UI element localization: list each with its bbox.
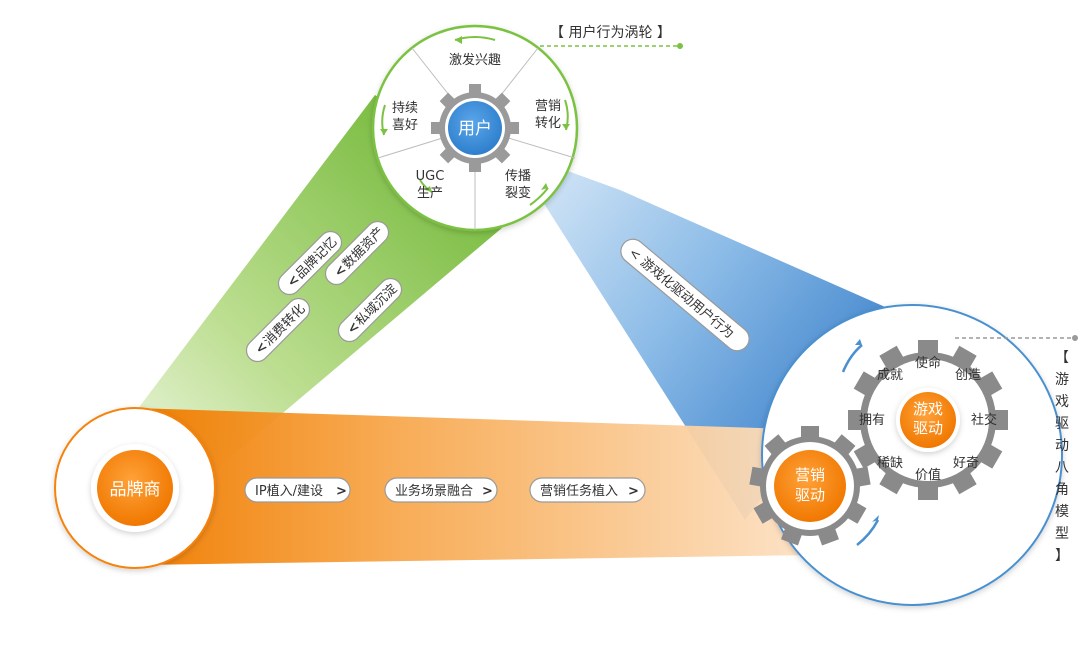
tag-business-scene: 业务场景融合 > (384, 477, 498, 503)
big-gear-line1: 游戏 (913, 400, 943, 418)
user-behavior-wheel: 用户 激发兴趣 营销 转化 传播 裂变 UGC 生产 持续 喜好 (371, 24, 579, 232)
rotate-arrow-icon (856, 519, 880, 546)
big-gear-line2: 驱动 (913, 419, 943, 437)
svg-text:业务场景融合: 业务场景融合 (395, 483, 473, 499)
small-gear-line2: 驱动 (795, 486, 825, 504)
svg-text:【: 【 (1055, 350, 1069, 366)
segment-retain-line1: 持续 (392, 101, 418, 116)
brand-badge (97, 450, 173, 526)
svg-text:八: 八 (1055, 460, 1069, 476)
user-wheel-title: 【 用户行为涡轮 】 (550, 24, 671, 41)
svg-text:>: > (628, 484, 639, 499)
svg-text:营销任务植入: 营销任务植入 (540, 483, 618, 499)
drive-value: 价值 (915, 467, 941, 483)
drive-ownership: 拥有 (859, 413, 885, 428)
segment-ugc-line1: UGC (416, 169, 445, 184)
svg-text:型: 型 (1055, 526, 1069, 542)
segment-marketing-line2: 转化 (535, 116, 561, 131)
segment-ugc-line2: 生产 (417, 186, 443, 201)
drive-social: 社交 (971, 412, 997, 428)
small-gear-icon (749, 426, 871, 546)
tag-ip-implant: IP植入/建设 > (244, 477, 351, 503)
drive-curiosity: 好奇 (953, 455, 979, 471)
game-model: 游戏 驱动 使命 创造 社交 好奇 价值 稀缺 拥有 成就 (749, 304, 1063, 606)
arrow-icon (529, 187, 549, 206)
brand-node: 品牌商 (54, 407, 216, 569)
big-gear-icon (848, 340, 1008, 500)
small-gear-line1: 营销 (795, 466, 825, 484)
drive-scarcity: 稀缺 (877, 456, 903, 471)
svg-text:>: > (482, 484, 493, 499)
svg-text:】: 】 (1055, 548, 1069, 564)
drive-achievement: 成就 (877, 368, 903, 383)
segment-retain-line2: 喜好 (392, 118, 418, 133)
tag-marketing-task: 营销任务植入 > (529, 477, 646, 503)
user-gear-icon (431, 84, 519, 172)
game-model-title: 【 游 戏 驱 动 八 角 模 型 】 (1055, 350, 1069, 564)
svg-text:IP植入/建设: IP植入/建设 (255, 484, 323, 499)
drive-creation: 创造 (955, 368, 981, 383)
segment-spread-line1: 传播 (505, 169, 531, 184)
orange-tags: IP植入/建设 > 业务场景融合 > 营销任务植入 > (244, 477, 646, 503)
svg-text:驱: 驱 (1055, 416, 1069, 432)
segment-spark-interest: 激发兴趣 (449, 52, 501, 68)
segment-spread-line2: 裂变 (505, 185, 531, 201)
segment-marketing-line1: 营销 (535, 99, 561, 114)
svg-text:游: 游 (1055, 372, 1069, 388)
rotation-arrows (841, 344, 880, 546)
user-center-label: 用户 (458, 119, 492, 139)
svg-text:戏: 戏 (1055, 394, 1069, 410)
svg-text:模: 模 (1055, 504, 1069, 520)
svg-text:角: 角 (1055, 482, 1069, 498)
drive-mission: 使命 (915, 355, 941, 371)
game-model-callout: 【 游 戏 驱 动 八 角 模 型 】 (955, 335, 1078, 564)
rotate-arrow-icon (841, 344, 863, 373)
svg-text:动: 动 (1055, 438, 1069, 454)
wheel-arrowheads (380, 36, 570, 192)
brand-label: 品牌商 (110, 480, 161, 500)
svg-text:>: > (336, 484, 347, 499)
user-wheel-callout: 【 用户行为涡轮 】 (540, 24, 683, 49)
